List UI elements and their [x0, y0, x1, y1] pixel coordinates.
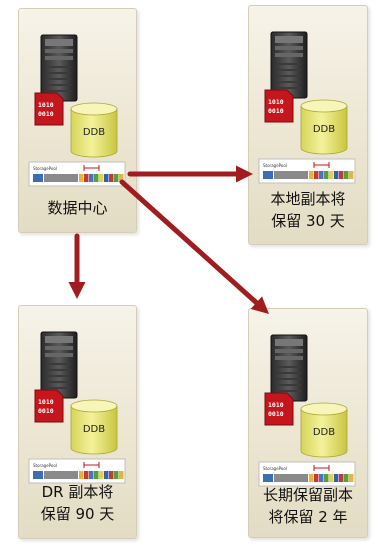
storage-pool-label: StoragePool — [263, 466, 287, 471]
storage-pool-icon: StoragePool — [28, 458, 126, 484]
database-icon: DDB — [300, 402, 348, 458]
storage-pool-icon: StoragePool — [258, 158, 356, 184]
arrow-to-longterm — [119, 179, 269, 314]
node-caption: 数据中心 — [19, 197, 136, 219]
binary-text: 1010 — [268, 401, 284, 409]
database-icon: DDB — [70, 399, 118, 455]
storage-pool-label: StoragePool — [33, 166, 57, 171]
caption-line: DR 副本将 — [41, 483, 114, 501]
database-label: DDB — [83, 127, 105, 138]
node-caption: 本地副本将 保留 30 天 — [249, 188, 367, 232]
storage-pool-icon: StoragePool — [28, 161, 126, 187]
arrow-to-local — [127, 165, 253, 183]
database-label: DDB — [83, 424, 105, 435]
caption-line: 保留 30 天 — [271, 212, 345, 230]
node-caption: 长期保留副本 将保留 2 年 — [249, 484, 367, 528]
server-icon — [270, 334, 308, 402]
storage-pool-icon: StoragePool — [258, 461, 356, 487]
caption-line: 保留 90 天 — [40, 505, 115, 523]
server-icon — [40, 34, 78, 102]
binary-text: 1010 — [38, 398, 54, 406]
arrow-to-dr — [68, 233, 86, 299]
node-caption: DR 副本将 保留 90 天 — [19, 481, 136, 525]
server-icon — [40, 331, 78, 399]
caption-line: 长期保留副本 — [262, 486, 353, 504]
binary-text: 0010 — [268, 410, 284, 418]
database-icon: DDB — [70, 102, 118, 158]
caption-line: 将保留 2 年 — [268, 508, 348, 526]
binary-text: 1010 — [268, 98, 284, 106]
database-icon: DDB — [300, 99, 348, 155]
binary-text: 1010 — [38, 101, 54, 109]
binary-text: 0010 — [38, 407, 54, 415]
storage-pool-label: StoragePool — [263, 163, 287, 168]
binary-text: 0010 — [38, 110, 54, 118]
database-label: DDB — [313, 124, 335, 135]
binary-text: 0010 — [268, 107, 284, 115]
server-icon — [270, 31, 308, 99]
database-label: DDB — [313, 427, 335, 438]
storage-pool-label: StoragePool — [33, 463, 57, 468]
caption-line: 数据中心 — [47, 199, 108, 217]
caption-line: 本地副本将 — [270, 190, 346, 208]
